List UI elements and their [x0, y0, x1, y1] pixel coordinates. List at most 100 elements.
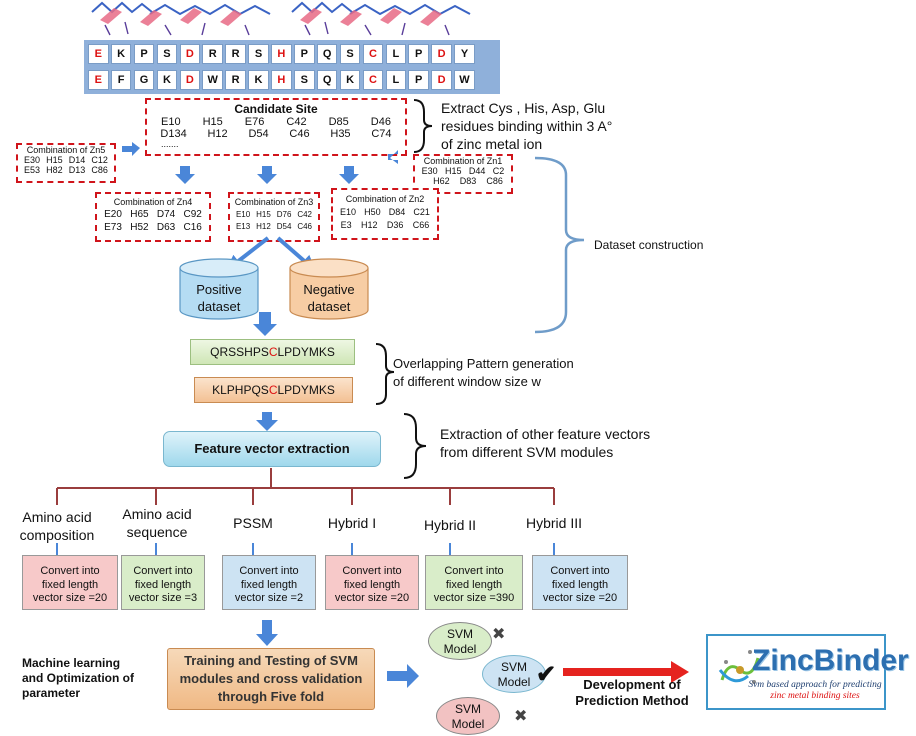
residue-cell: H	[271, 44, 292, 64]
negative-dataset-label: Negative dataset	[288, 281, 370, 315]
residue-cell: Q	[316, 70, 338, 90]
negative-dataset-cylinder	[289, 258, 369, 320]
residue: D134	[160, 128, 187, 140]
convert-line: Convert into	[133, 565, 193, 577]
pattern-negative: KLPHPQSCLPDYMKS	[194, 377, 353, 403]
residue-cell: L	[385, 70, 407, 90]
development-label: Development of Prediction Method	[574, 677, 690, 709]
convert-line: Convert into	[239, 565, 299, 577]
development-line2: Prediction Method	[575, 693, 689, 708]
residue-cell: K	[339, 70, 361, 90]
training-line3: through Five fold	[217, 689, 325, 704]
dataset-construction-label: Dataset construction	[594, 238, 704, 252]
residue: C66	[412, 220, 430, 230]
residue: C12	[91, 155, 108, 165]
residue: H62	[433, 176, 450, 186]
residue: C21	[413, 207, 430, 217]
residue: D44	[468, 166, 486, 176]
residue: E13	[235, 222, 251, 231]
residue: C42	[286, 116, 307, 128]
training-box: Training and Testing of SVM modules and …	[167, 648, 375, 710]
convert-line: fixed length	[445, 578, 503, 591]
development-line1: Development of	[583, 677, 681, 692]
extract-note-line3: of zinc metal ion	[441, 136, 543, 152]
residue: C42	[297, 210, 313, 219]
arrow-down-pattern	[253, 312, 277, 336]
other-note: Extraction of other feature vectors from…	[440, 425, 650, 461]
arrow-right-svm	[387, 664, 419, 688]
convert-line: vector size =20	[542, 592, 618, 604]
residue-cell: L	[385, 44, 407, 64]
residue-cell: C	[362, 44, 384, 64]
residue: D83	[459, 176, 477, 186]
overlap-brace	[375, 343, 395, 405]
residue: D76	[276, 210, 292, 219]
residue: D36	[386, 220, 404, 230]
residue: E20	[104, 209, 122, 220]
residue: H35	[330, 128, 351, 140]
combination-zn4-title: Combination of Zn4	[113, 197, 193, 207]
residue: H65	[130, 209, 149, 220]
residue: C2	[492, 166, 505, 176]
residue-cell: D	[431, 70, 452, 90]
residue: H52	[130, 222, 149, 233]
pattern-center: C	[268, 383, 278, 397]
extract-brace	[413, 99, 433, 153]
pattern-positive: QRSSHPSCLPDYMKS	[190, 339, 355, 365]
residue: E30	[24, 155, 41, 165]
pattern-seq: QRSSHPS	[210, 345, 269, 359]
residue: D63	[156, 222, 176, 233]
feature-vector-extraction-box: Feature vector extraction	[163, 431, 381, 467]
residue: D84	[388, 207, 406, 217]
residue: E53	[24, 165, 41, 175]
reject-icon: ✖	[492, 626, 506, 643]
residue-cell: P	[408, 44, 429, 64]
zincbinder-logo: ZincBinder Svm based approach for predic…	[706, 634, 909, 710]
extract-note-line1: Extract Cys , His, Asp, Glu	[441, 100, 606, 116]
residue-cell: R	[202, 44, 223, 64]
residue-cell: D	[179, 70, 201, 90]
module-name: sequence	[126, 524, 188, 540]
residue: C46	[289, 128, 310, 140]
svm-label: Model	[497, 675, 531, 689]
convert-line: Convert into	[342, 565, 402, 577]
module-label-pssm: PSSM	[226, 514, 280, 532]
residue: C92	[183, 209, 202, 220]
module-label-hybrid3: Hybrid III	[516, 514, 592, 532]
convert-line: fixed length	[343, 578, 401, 591]
residue: H15	[256, 210, 271, 219]
logo-name: ZincBinder	[752, 644, 909, 677]
convert-line: vector size =20	[32, 592, 108, 604]
accept-icon: ✔	[536, 661, 557, 688]
residue: H15	[202, 116, 223, 128]
residue-cell: S	[339, 44, 361, 64]
residue: H50	[364, 207, 381, 217]
residue-cell: W	[454, 70, 475, 90]
positive-dataset-cylinder	[179, 258, 259, 320]
combination-zn3-title: Combination of Zn3	[234, 197, 314, 207]
residue: C16	[183, 222, 202, 233]
module-label-hybrid1: Hybrid I	[318, 514, 386, 532]
module-label-hybrid2: Hybrid II	[414, 516, 486, 534]
residue-cell: Y	[454, 44, 475, 64]
convert-line: fixed length	[240, 578, 298, 591]
convert-line: vector size =390	[433, 592, 515, 604]
extract-note-line2: residues binding within 3 A°	[441, 118, 613, 134]
positive-line1: Positive	[196, 282, 242, 297]
residue-cell: K	[156, 70, 178, 90]
arrow-down-training	[256, 620, 278, 646]
residue: D13	[68, 165, 86, 175]
